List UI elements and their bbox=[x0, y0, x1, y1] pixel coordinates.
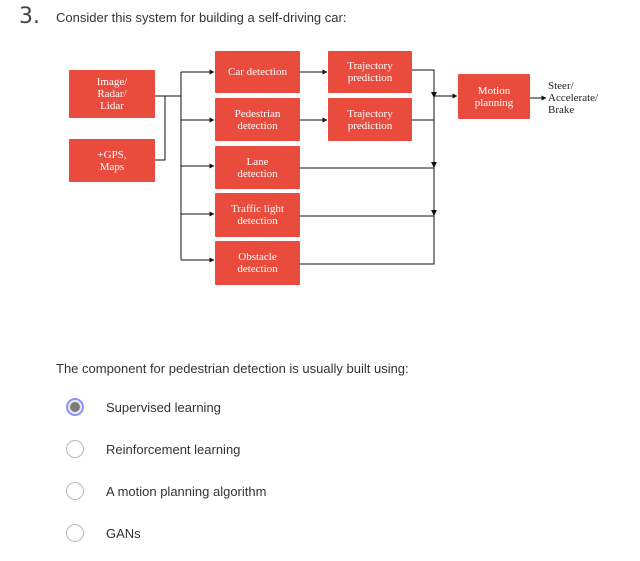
option-motion-planning-algorithm[interactable]: A motion planning algorithm bbox=[66, 480, 266, 502]
box-pedestrian-detection: Pedestrian detection bbox=[215, 98, 300, 141]
box-car-detection: Car detection bbox=[215, 51, 300, 93]
radio-button[interactable] bbox=[66, 524, 84, 542]
radio-button[interactable] bbox=[66, 482, 84, 500]
question-number: 3. bbox=[19, 4, 40, 29]
radio-button-selected[interactable] bbox=[66, 398, 84, 416]
option-label: Supervised learning bbox=[106, 399, 221, 415]
connector-obstacle-out bbox=[300, 216, 435, 265]
question-text: The component for pedestrian detection i… bbox=[56, 361, 409, 376]
radio-button[interactable] bbox=[66, 440, 84, 458]
connector-gps bbox=[155, 96, 166, 161]
connector-traffic-light-out bbox=[300, 168, 435, 217]
option-label: Reinforcement learning bbox=[106, 441, 241, 457]
connector-trajectory2-out bbox=[412, 98, 435, 121]
diagram-connectors bbox=[155, 69, 547, 265]
box-motion-planning: Motion planning bbox=[458, 74, 530, 119]
box-trajectory-prediction-car: Trajectory prediction bbox=[328, 51, 412, 93]
option-gans[interactable]: GANs bbox=[66, 522, 141, 544]
option-supervised-learning[interactable]: Supervised learning bbox=[66, 396, 221, 418]
box-traffic-light-detection: Traffic light detection bbox=[215, 193, 300, 237]
box-obstacle-detection: Obstacle detection bbox=[215, 241, 300, 285]
box-trajectory-prediction-pedestrian: Trajectory prediction bbox=[328, 98, 412, 141]
option-label: A motion planning algorithm bbox=[106, 483, 267, 499]
connector-trajectory1-out bbox=[412, 69, 435, 98]
box-lane-detection: Lane detection bbox=[215, 146, 300, 189]
box-gps-maps: +GPS, Maps bbox=[69, 139, 155, 182]
option-label: GANs bbox=[106, 525, 141, 541]
self-driving-pipeline-diagram: Image/ Radar/ Lidar +GPS, Maps Car detec… bbox=[69, 51, 599, 285]
box-image-radar-lidar: Image/ Radar/ Lidar bbox=[69, 70, 155, 118]
output-steer-accelerate-brake: Steer/ Accelerate/ Brake bbox=[548, 80, 599, 116]
question-prompt: Consider this system for building a self… bbox=[56, 10, 347, 25]
option-reinforcement-learning[interactable]: Reinforcement learning bbox=[66, 438, 240, 460]
